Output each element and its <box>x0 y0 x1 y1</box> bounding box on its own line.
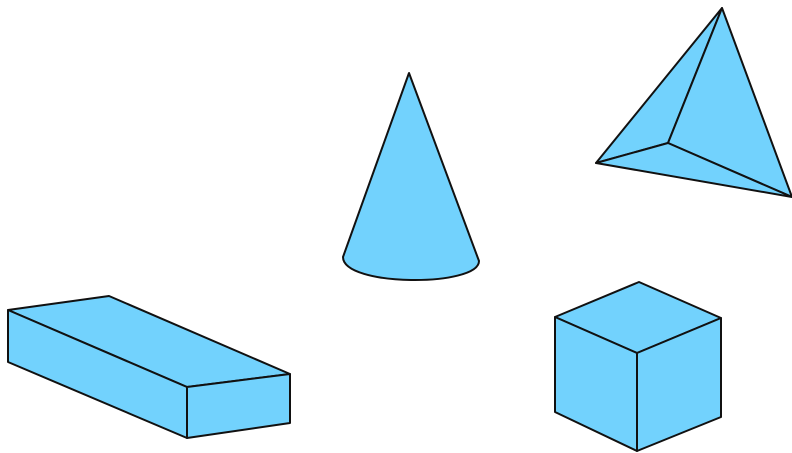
cuboid-shape <box>8 296 290 438</box>
cube-shape <box>555 282 721 451</box>
tetrahedron-shape <box>596 8 792 197</box>
cone-body <box>343 73 479 280</box>
cone-shape <box>343 73 479 280</box>
